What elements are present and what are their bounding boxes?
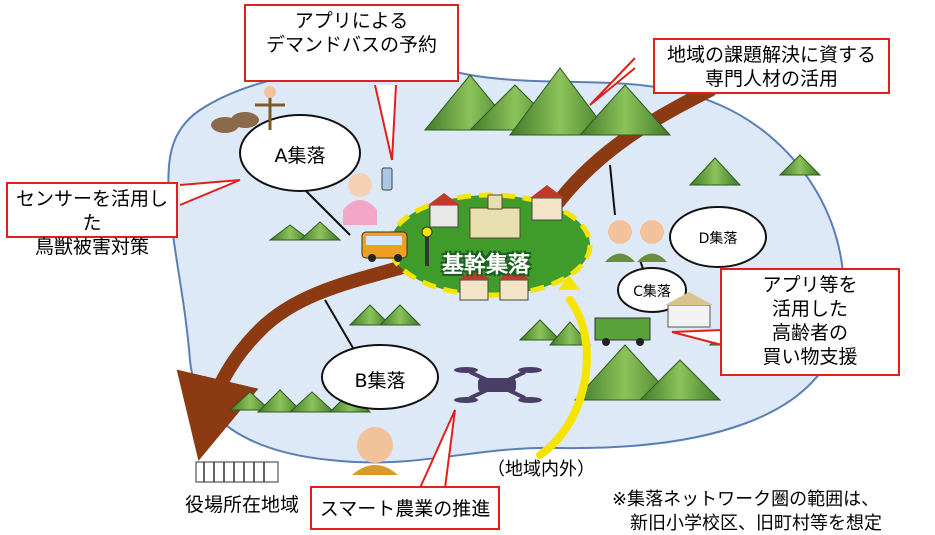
hub-settlement-label: 基幹集落 bbox=[442, 253, 531, 278]
bus-stop-icon bbox=[425, 232, 429, 266]
callout-sensor: センサーを活用した 鳥獣被害対策 bbox=[6, 182, 178, 258]
drone-icon bbox=[454, 367, 542, 403]
callout-app-bus: アプリによる デマンドバスの予約 bbox=[244, 4, 459, 82]
shop-icon bbox=[665, 292, 713, 328]
bus-stop-sign-icon bbox=[421, 226, 433, 238]
phone-user-icon bbox=[343, 167, 393, 225]
settlement-b-label: B集落 bbox=[354, 370, 406, 392]
town-hall-icon bbox=[195, 461, 279, 483]
note-line-1: ※集落ネットワーク圏の範囲は、 bbox=[612, 489, 880, 510]
road-arrowhead bbox=[192, 418, 226, 438]
settlement-d-label: D集落 bbox=[698, 231, 738, 247]
town-hall-label: 役場所在地域 bbox=[185, 494, 300, 516]
callout-shopping: アプリ等を 活用した 高齢者の 買い物支援 bbox=[720, 268, 900, 376]
settlement-a-label: A集落 bbox=[274, 145, 326, 167]
farmer-icon bbox=[352, 427, 398, 475]
settlement-d-bubble bbox=[669, 206, 767, 268]
note-line-2: 新旧小学校区、旧町村等を想定 bbox=[630, 513, 882, 534]
inside-outside-arrowhead bbox=[558, 275, 580, 290]
scarecrow-icon bbox=[255, 86, 285, 130]
settlement-c-bubble bbox=[617, 267, 687, 313]
animals-icon bbox=[211, 112, 259, 133]
inside-outside-label: （地域内外） bbox=[487, 459, 595, 480]
bus-icon bbox=[361, 231, 408, 262]
callout-experts: 地域の課題解決に資する 専門人材の活用 bbox=[653, 38, 890, 94]
settlement-c-label: C集落 bbox=[633, 284, 671, 300]
hub-buildings bbox=[428, 185, 564, 301]
delivery-truck-icon bbox=[594, 317, 651, 346]
settlement-b-bubble bbox=[321, 344, 439, 410]
callout-tails bbox=[179, 57, 723, 489]
elderly-couple-icon bbox=[605, 220, 667, 262]
inside-outside-arrow bbox=[536, 296, 591, 459]
callout-smart-farm: スマート農業の推進 bbox=[310, 486, 500, 530]
settlement-a-bubble bbox=[239, 114, 361, 192]
